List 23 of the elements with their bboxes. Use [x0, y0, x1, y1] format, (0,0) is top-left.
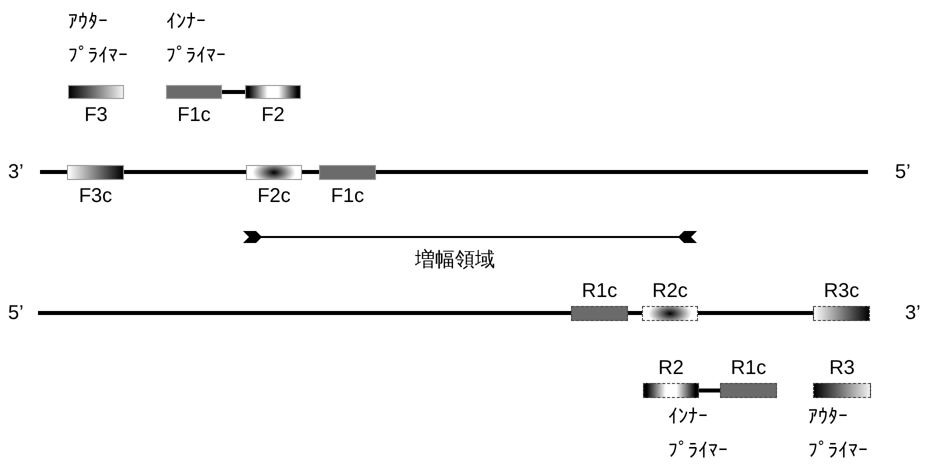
segment-label: F3 — [83, 104, 109, 126]
segment-label: R2 — [657, 357, 685, 379]
text-label: 5’ — [895, 160, 911, 185]
segment-label: R2c — [651, 280, 689, 302]
primer-label: ｱｳﾀｰﾌﾟﾗｲﾏｰ — [808, 405, 868, 464]
connector-line — [699, 388, 720, 392]
connector-line — [222, 90, 245, 94]
segment-label: R3c — [822, 280, 860, 302]
segment-label: R1c — [730, 357, 768, 379]
segment-label: F2 — [260, 104, 286, 126]
primer-label: ｲﾝﾅｰﾌﾟﾗｲﾏｰ — [668, 405, 728, 464]
segment-label: F1c — [330, 185, 366, 207]
text-label: 5’ — [8, 301, 24, 326]
segment-label: R1c — [580, 280, 618, 302]
text-label: 3’ — [8, 160, 24, 185]
text-label: 増幅領域 — [415, 248, 495, 273]
primer-label: ｲﾝﾅｰﾌﾟﾗｲﾏｰ — [166, 10, 226, 69]
primer-label: ｱｳﾀｰﾌﾟﾗｲﾏｰ — [68, 10, 128, 69]
segment-label: F3c — [78, 185, 114, 207]
segment-label: R3 — [828, 357, 856, 379]
segment-label: F2c — [256, 185, 292, 207]
segment-label: F1c — [176, 104, 212, 126]
text-label: 3’ — [905, 301, 921, 326]
